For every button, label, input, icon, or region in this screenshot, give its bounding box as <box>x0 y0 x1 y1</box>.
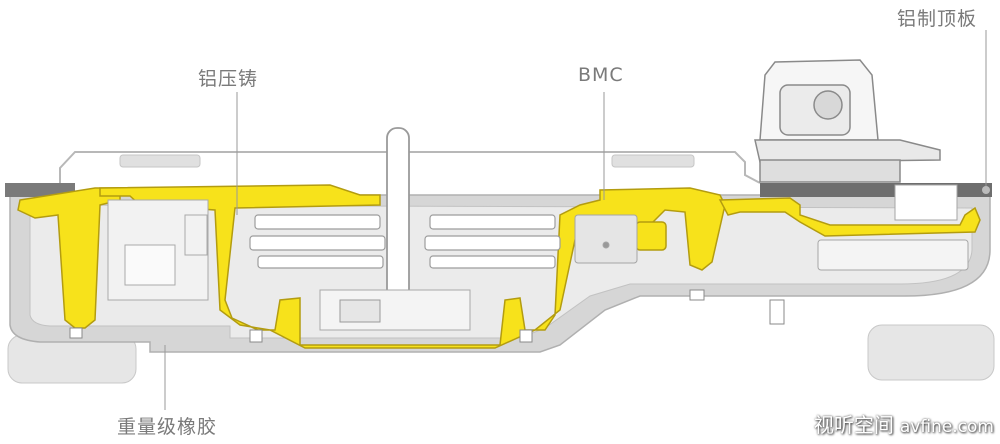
label-aluminum-top-plate: 铝制顶板 <box>897 8 978 30</box>
left-bay-components <box>107 199 209 301</box>
rubber-feet <box>7 324 995 384</box>
cover-tab-right <box>611 154 695 168</box>
bolts <box>69 289 785 343</box>
right-bay-components <box>817 184 969 271</box>
watermark-site: avfine.com <box>899 417 994 437</box>
tonearm-assembly <box>754 59 941 183</box>
spindle <box>319 127 471 331</box>
platter <box>249 214 561 269</box>
cover-outline <box>59 151 761 184</box>
label-heavy-rubber: 重量级橡胶 <box>117 416 218 438</box>
label-bmc: BMC <box>578 64 624 86</box>
leader-lines <box>164 30 987 410</box>
bmc-block <box>574 214 638 264</box>
label-aluminum-casting: 铝压铸 <box>198 68 259 90</box>
die-cast-frame <box>17 184 981 349</box>
rubber-foot-right <box>867 324 995 381</box>
watermark-cn: 视听空间 <box>813 413 894 437</box>
cover-tab-left <box>119 154 201 168</box>
